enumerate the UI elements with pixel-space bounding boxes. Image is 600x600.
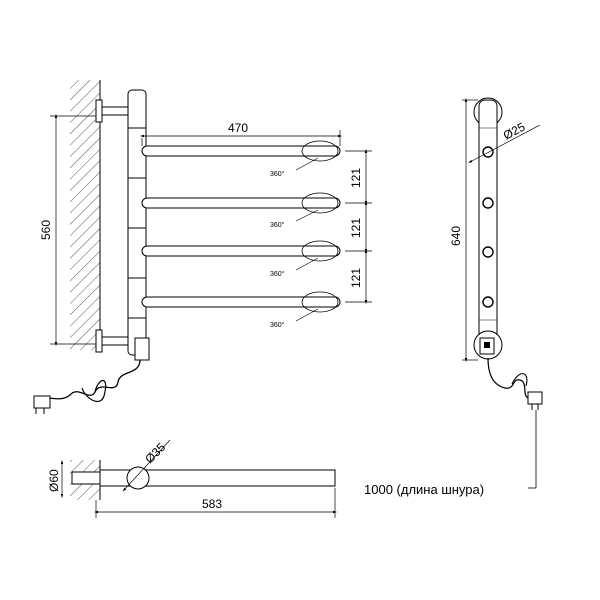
bottom-view: Ø60 Ø35 583 bbox=[47, 439, 338, 518]
cord-length-label: 1000 (длина шнура) bbox=[364, 482, 484, 497]
dim-height-total: 560 bbox=[39, 220, 53, 240]
side-view: 640 Ø25 bbox=[449, 97, 543, 489]
side-pipe bbox=[478, 99, 498, 356]
rotation-label-2: 360° bbox=[270, 221, 285, 229]
side-rail-end-3 bbox=[482, 246, 494, 258]
front-view: 360° 360° 360° 360° 470 560 121 121 121 bbox=[33, 80, 372, 414]
side-rail-end-1 bbox=[482, 146, 494, 158]
dim-line-d35 bbox=[122, 439, 171, 492]
rail-3 bbox=[141, 240, 341, 271]
front-cord bbox=[41, 359, 141, 401]
dim-spacing-1: 121 bbox=[349, 168, 363, 188]
rail-4 bbox=[141, 291, 341, 322]
dim-line-d25 bbox=[468, 124, 541, 163]
dim-side-height: 640 bbox=[449, 226, 463, 246]
side-rail-end-2 bbox=[482, 197, 494, 209]
dim-bottom-length: 583 bbox=[202, 497, 222, 511]
front-plug bbox=[33, 395, 51, 414]
side-cord bbox=[487, 357, 529, 399]
rotation-label-1: 360° bbox=[270, 170, 285, 178]
side-rail-end-4 bbox=[482, 296, 494, 308]
dim-spacing-3: 121 bbox=[349, 268, 363, 288]
rail-2 bbox=[141, 192, 341, 222]
dim-rail-length: 470 bbox=[228, 121, 248, 135]
dim-bottom-diameter: Ø35 bbox=[142, 440, 168, 466]
bottom-mount bbox=[95, 329, 129, 353]
rotation-label-3: 360° bbox=[270, 270, 285, 278]
bottom-rail bbox=[129, 469, 336, 487]
rail-1 bbox=[141, 140, 341, 171]
side-plug bbox=[527, 391, 543, 410]
rotation-label-4: 360° bbox=[270, 321, 285, 329]
top-mount bbox=[95, 99, 129, 123]
bottom-mount bbox=[71, 471, 101, 485]
vertical-pipe bbox=[127, 89, 147, 356]
dim-side-diameter: Ø25 bbox=[501, 119, 528, 142]
heater-box bbox=[134, 337, 150, 361]
dim-spacing-2: 121 bbox=[349, 218, 363, 238]
wall-hatch bbox=[70, 80, 100, 350]
dim-bottom-depth: Ø60 bbox=[47, 469, 61, 492]
bottom-pipe-circle bbox=[126, 466, 150, 490]
